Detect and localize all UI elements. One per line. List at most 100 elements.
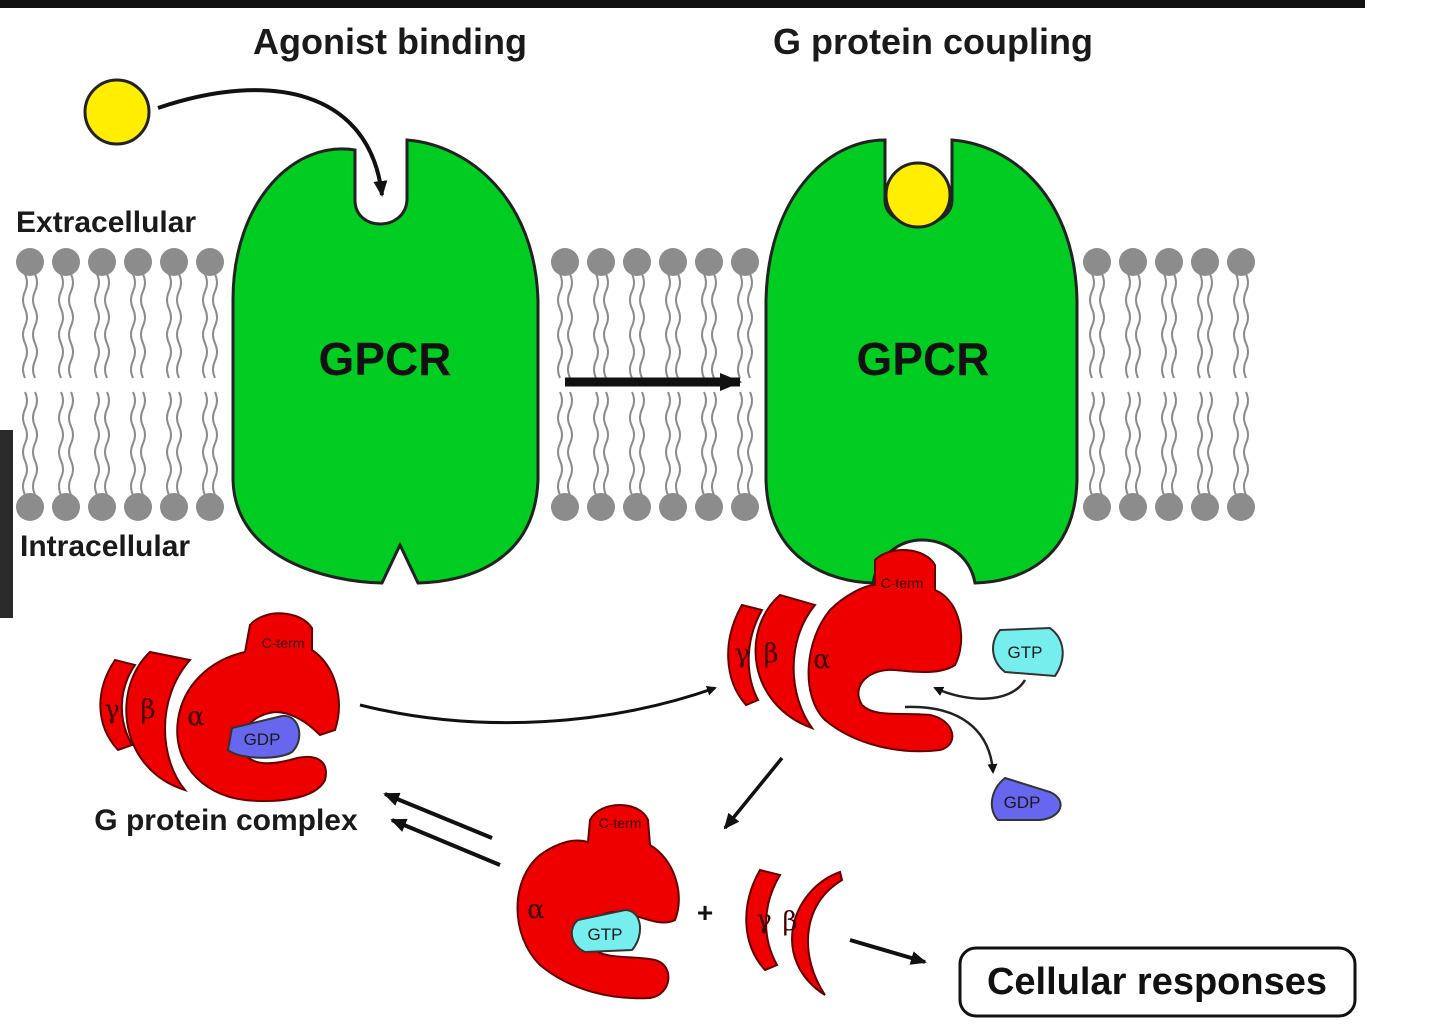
beta-symbol-2: β (763, 639, 778, 669)
beta-subunit-2 (754, 593, 817, 731)
gpcr-receptor-2 (764, 138, 1079, 585)
alpha-symbol-2: α (813, 645, 831, 675)
lipid-head (196, 248, 224, 276)
lipid-tail (711, 273, 717, 379)
alpha-symbol-1: α (187, 702, 205, 732)
lipid-head (1155, 248, 1183, 276)
gdp-bound-1 (226, 714, 301, 759)
lipid-tail (166, 273, 172, 379)
lipid-tail (639, 391, 645, 496)
gamma-subunit-1 (99, 658, 137, 752)
lipid-tail (1135, 273, 1141, 379)
lipid-head (88, 493, 116, 521)
lipid-head (623, 493, 651, 521)
lipid-tail (140, 391, 146, 496)
lipid-tail (593, 273, 599, 379)
label-intracellular: Intracellular (20, 530, 190, 563)
lipid-tail (166, 391, 172, 496)
gdp-exit-arrow (904, 705, 998, 774)
lipid-tail (737, 391, 743, 496)
lipid-tail (1233, 391, 1239, 496)
c-term-label-3: C-term (599, 815, 642, 831)
lipid-tail (58, 391, 64, 496)
gdp-released (990, 776, 1062, 821)
lipid-tail (104, 391, 110, 496)
response-arrow (849, 938, 927, 965)
lipid-head (659, 248, 687, 276)
alpha-symbol-3: α (527, 895, 545, 925)
lipid-head (52, 248, 80, 276)
label-g-protein-complex: G protein complex (94, 804, 358, 837)
lipid-tail (1089, 391, 1095, 496)
lipid-head (1191, 248, 1219, 276)
heading-agonist-binding: Agonist binding (253, 21, 527, 62)
gtp-entry-arrow (933, 679, 1027, 700)
alpha-subunit-3 (516, 804, 680, 1000)
lipid-tail (629, 391, 635, 496)
lipid-head (587, 248, 615, 276)
lipid-head (1227, 248, 1255, 276)
gdp-label-1: GDP (244, 730, 281, 749)
reassociation-arrow-2 (390, 818, 501, 867)
lipid-head (160, 248, 188, 276)
gpcr-label-2: GPCR (857, 333, 990, 385)
lipid-head (731, 493, 759, 521)
lipid-tail (212, 273, 218, 379)
lipid-tail (32, 273, 38, 379)
lipid-tail (1197, 273, 1203, 379)
lipid-tail (567, 391, 573, 496)
lipid-tail (58, 273, 64, 379)
lipid-tail (22, 391, 28, 496)
gamma-subunit-2 (727, 603, 764, 707)
lipid-head (88, 248, 116, 276)
lipid-head (1083, 493, 1111, 521)
lipid-head (124, 248, 152, 276)
gamma-symbol-2: γ (734, 639, 750, 669)
alpha-subunit-1 (176, 612, 340, 802)
lipid-tail (1171, 273, 1177, 379)
lipid-tail (94, 273, 100, 379)
gtp-bound (570, 908, 641, 954)
lipid-head (1119, 493, 1147, 521)
beta-subunit-3 (791, 870, 844, 996)
c-term-label-2: C-term (881, 575, 924, 591)
lipid-tail (665, 391, 671, 496)
lipid-tail (22, 273, 28, 379)
agonist-ligand-free (83, 78, 151, 146)
lipid-tail (32, 391, 38, 496)
lipid-head (1227, 493, 1255, 521)
lipid-tail (202, 273, 208, 379)
lipid-tail (1243, 391, 1249, 496)
lipid-tail (701, 391, 707, 496)
gpcr-receptor-1 (231, 138, 540, 585)
dissociation-arrow (723, 756, 784, 830)
lipid-bilayer (16, 248, 1255, 521)
alpha-subunit-2 (807, 548, 963, 753)
gdp-label-released: GDP (1004, 793, 1041, 812)
lipid-head (1119, 248, 1147, 276)
lipid-tail (1135, 391, 1141, 496)
lipid-tail (1233, 273, 1239, 379)
lipid-head (1155, 493, 1183, 521)
cellular-responses-label: Cellular responses (987, 961, 1327, 1003)
beta-gamma-dimer: γ β (745, 868, 844, 996)
lipid-tail (1089, 273, 1095, 379)
lipid-tail (567, 273, 573, 379)
lipid-tail (639, 273, 645, 379)
top-border (0, 0, 1365, 8)
lipid-tail (140, 273, 146, 379)
lipid-tail (629, 273, 635, 379)
lipid-tail (675, 391, 681, 496)
heading-g-protein-coupling: G protein coupling (773, 21, 1093, 62)
binding-arrow (157, 88, 388, 197)
coupling-arrow (359, 685, 717, 725)
lipid-tail (1197, 391, 1203, 496)
lipid-tail (68, 391, 74, 496)
lipid-tail (1125, 273, 1131, 379)
lipid-tail (1207, 391, 1213, 496)
lipid-tail (1161, 391, 1167, 496)
lipid-tail (1099, 273, 1105, 379)
beta-symbol-3: β (782, 907, 797, 937)
lipid-tail (557, 391, 563, 496)
